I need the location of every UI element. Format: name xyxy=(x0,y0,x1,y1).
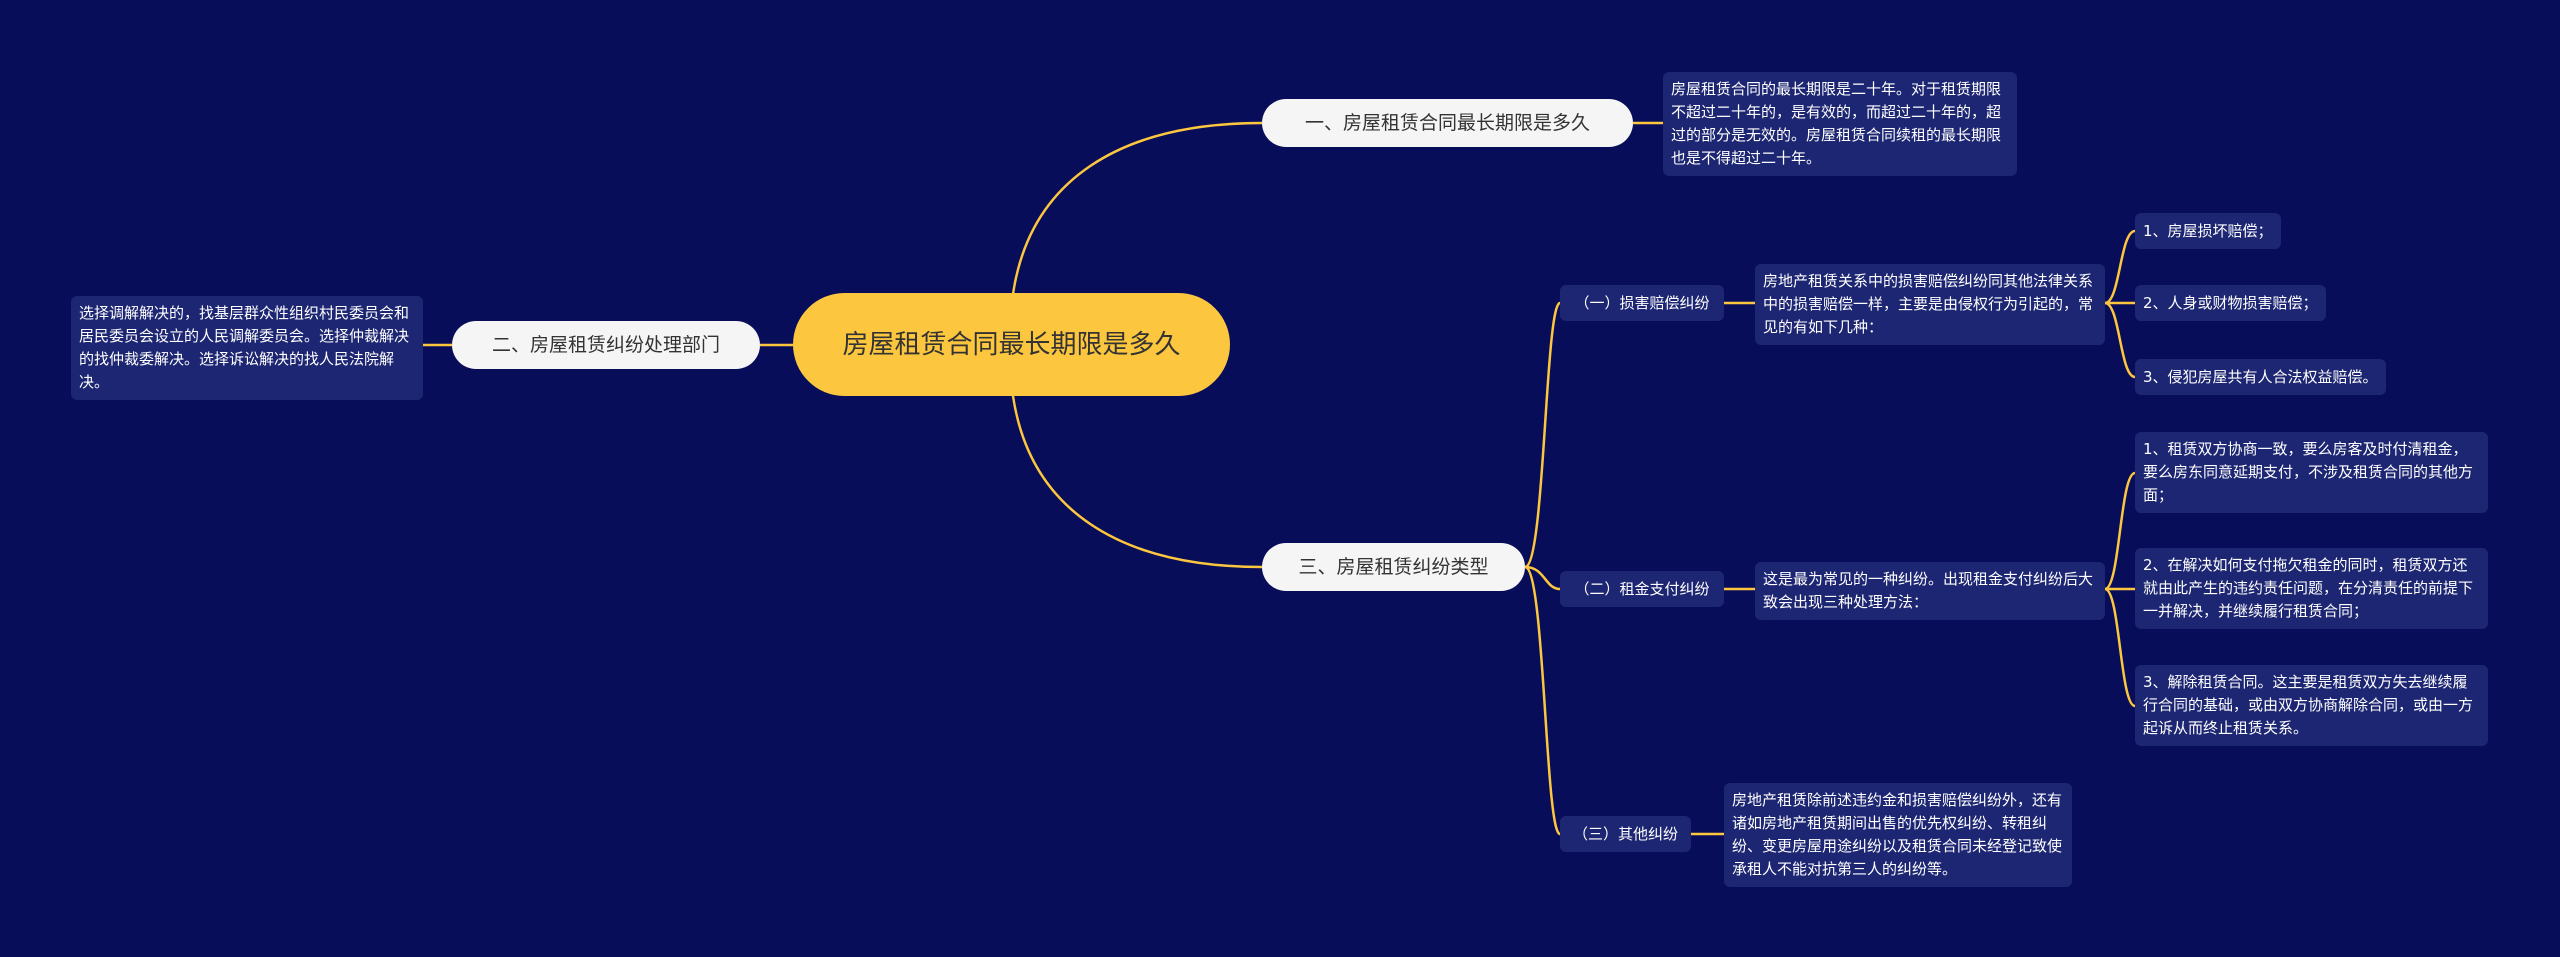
detail-text: 房地产租赁关系中的损害赔偿纠纷同其他法律关系中的损害赔偿一样，主要是由侵权行为引… xyxy=(1763,272,2094,336)
sub-other-disputes[interactable]: （三）其他纠纷 xyxy=(1560,816,1691,852)
list-item[interactable]: 2、人身或财物损害赔偿； xyxy=(2135,285,2326,321)
link-sub2-item3 xyxy=(2104,587,2136,708)
link-branch3-sub3 xyxy=(1524,565,1562,836)
sub-label: （三）其他纠纷 xyxy=(1572,825,1678,843)
branch-max-lease-term[interactable]: 一、房屋租赁合同最长期限是多久 xyxy=(1262,99,1633,147)
detail-text: 选择调解解决的，找基层群众性组织村民委员会和居民委员会设立的人民调解委员会。选择… xyxy=(79,304,410,391)
list-item[interactable]: 1、房屋损坏赔偿； xyxy=(2135,213,2281,249)
item-text: 1、租赁双方协商一致，要么房客及时付清租金，要么房东同意延期支付，不涉及租赁合同… xyxy=(2143,440,2474,504)
list-item[interactable]: 3、侵犯房屋共有人合法权益赔偿。 xyxy=(2135,359,2386,395)
list-item[interactable]: 2、在解决如何支付拖欠租金的同时，租赁双方还就由此产生的违约责任问题，在分清责任… xyxy=(2135,548,2488,629)
branch-dispute-types[interactable]: 三、房屋租赁纠纷类型 xyxy=(1262,543,1525,591)
link-sub2-item1 xyxy=(2104,471,2136,591)
branch-dispute-departments-detail[interactable]: 选择调解解决的，找基层群众性组织村民委员会和居民委员会设立的人民调解委员会。选择… xyxy=(71,296,423,400)
sub-label: （一）损害赔偿纠纷 xyxy=(1574,294,1710,312)
sub-other-disputes-detail[interactable]: 房地产租赁除前述违约金和损害赔偿纠纷外，还有诸如房地产租赁期间出售的优先权纠纷、… xyxy=(1724,783,2072,887)
detail-text: 这是最为常见的一种纠纷。出现租金支付纠纷后大致会出现三种处理方法： xyxy=(1763,570,2094,611)
root-topic-label: 房屋租赁合同最长期限是多久 xyxy=(842,329,1181,360)
item-text: 2、在解决如何支付拖欠租金的同时，租赁双方还就由此产生的违约责任问题，在分清责任… xyxy=(2143,556,2474,620)
link-sub1-item3 xyxy=(2104,301,2136,379)
branch-max-lease-term-detail[interactable]: 房屋租赁合同的最长期限是二十年。对于租赁期限不超过二十年的，是有效的，而超过二十… xyxy=(1663,72,2017,176)
sub-label: （二）租金支付纠纷 xyxy=(1574,580,1710,598)
detail-text: 房地产租赁除前述违约金和损害赔偿纠纷外，还有诸如房地产租赁期间出售的优先权纠纷、… xyxy=(1732,791,2063,878)
link-branch3-sub2 xyxy=(1524,565,1561,591)
sub-rent-payment-detail[interactable]: 这是最为常见的一种纠纷。出现租金支付纠纷后大致会出现三种处理方法： xyxy=(1755,562,2105,620)
item-text: 2、人身或财物损害赔偿； xyxy=(2143,294,2318,312)
root-topic[interactable]: 房屋租赁合同最长期限是多久 xyxy=(793,293,1230,396)
sub-rent-payment[interactable]: （二）租金支付纠纷 xyxy=(1560,571,1724,607)
detail-text: 房屋租赁合同的最长期限是二十年。对于租赁期限不超过二十年的，是有效的，而超过二十… xyxy=(1671,80,2002,167)
sub-damage-compensation[interactable]: （一）损害赔偿纠纷 xyxy=(1560,285,1724,321)
branch-label: 二、房屋租赁纠纷处理部门 xyxy=(491,334,720,356)
link-root-branch3 xyxy=(1011,395,1263,569)
item-text: 1、房屋损坏赔偿； xyxy=(2143,222,2273,240)
link-sub1-item1 xyxy=(2104,229,2136,305)
item-text: 3、侵犯房屋共有人合法权益赔偿。 xyxy=(2143,368,2378,386)
list-item[interactable]: 3、解除租赁合同。这主要是租赁双方失去继续履行合同的基础，或由双方协商解除合同，… xyxy=(2135,665,2488,746)
branch-label: 一、房屋租赁合同最长期限是多久 xyxy=(1304,112,1590,134)
sub-damage-compensation-detail[interactable]: 房地产租赁关系中的损害赔偿纠纷同其他法律关系中的损害赔偿一样，主要是由侵权行为引… xyxy=(1755,264,2105,345)
link-branch3-sub1 xyxy=(1524,301,1562,569)
branch-label: 三、房屋租赁纠纷类型 xyxy=(1298,556,1489,578)
link-root-branch1 xyxy=(1011,121,1263,295)
list-item[interactable]: 1、租赁双方协商一致，要么房客及时付清租金，要么房东同意延期支付，不涉及租赁合同… xyxy=(2135,432,2488,513)
item-text: 3、解除租赁合同。这主要是租赁双方失去继续履行合同的基础，或由双方协商解除合同，… xyxy=(2143,673,2474,737)
branch-dispute-departments[interactable]: 二、房屋租赁纠纷处理部门 xyxy=(452,321,760,369)
